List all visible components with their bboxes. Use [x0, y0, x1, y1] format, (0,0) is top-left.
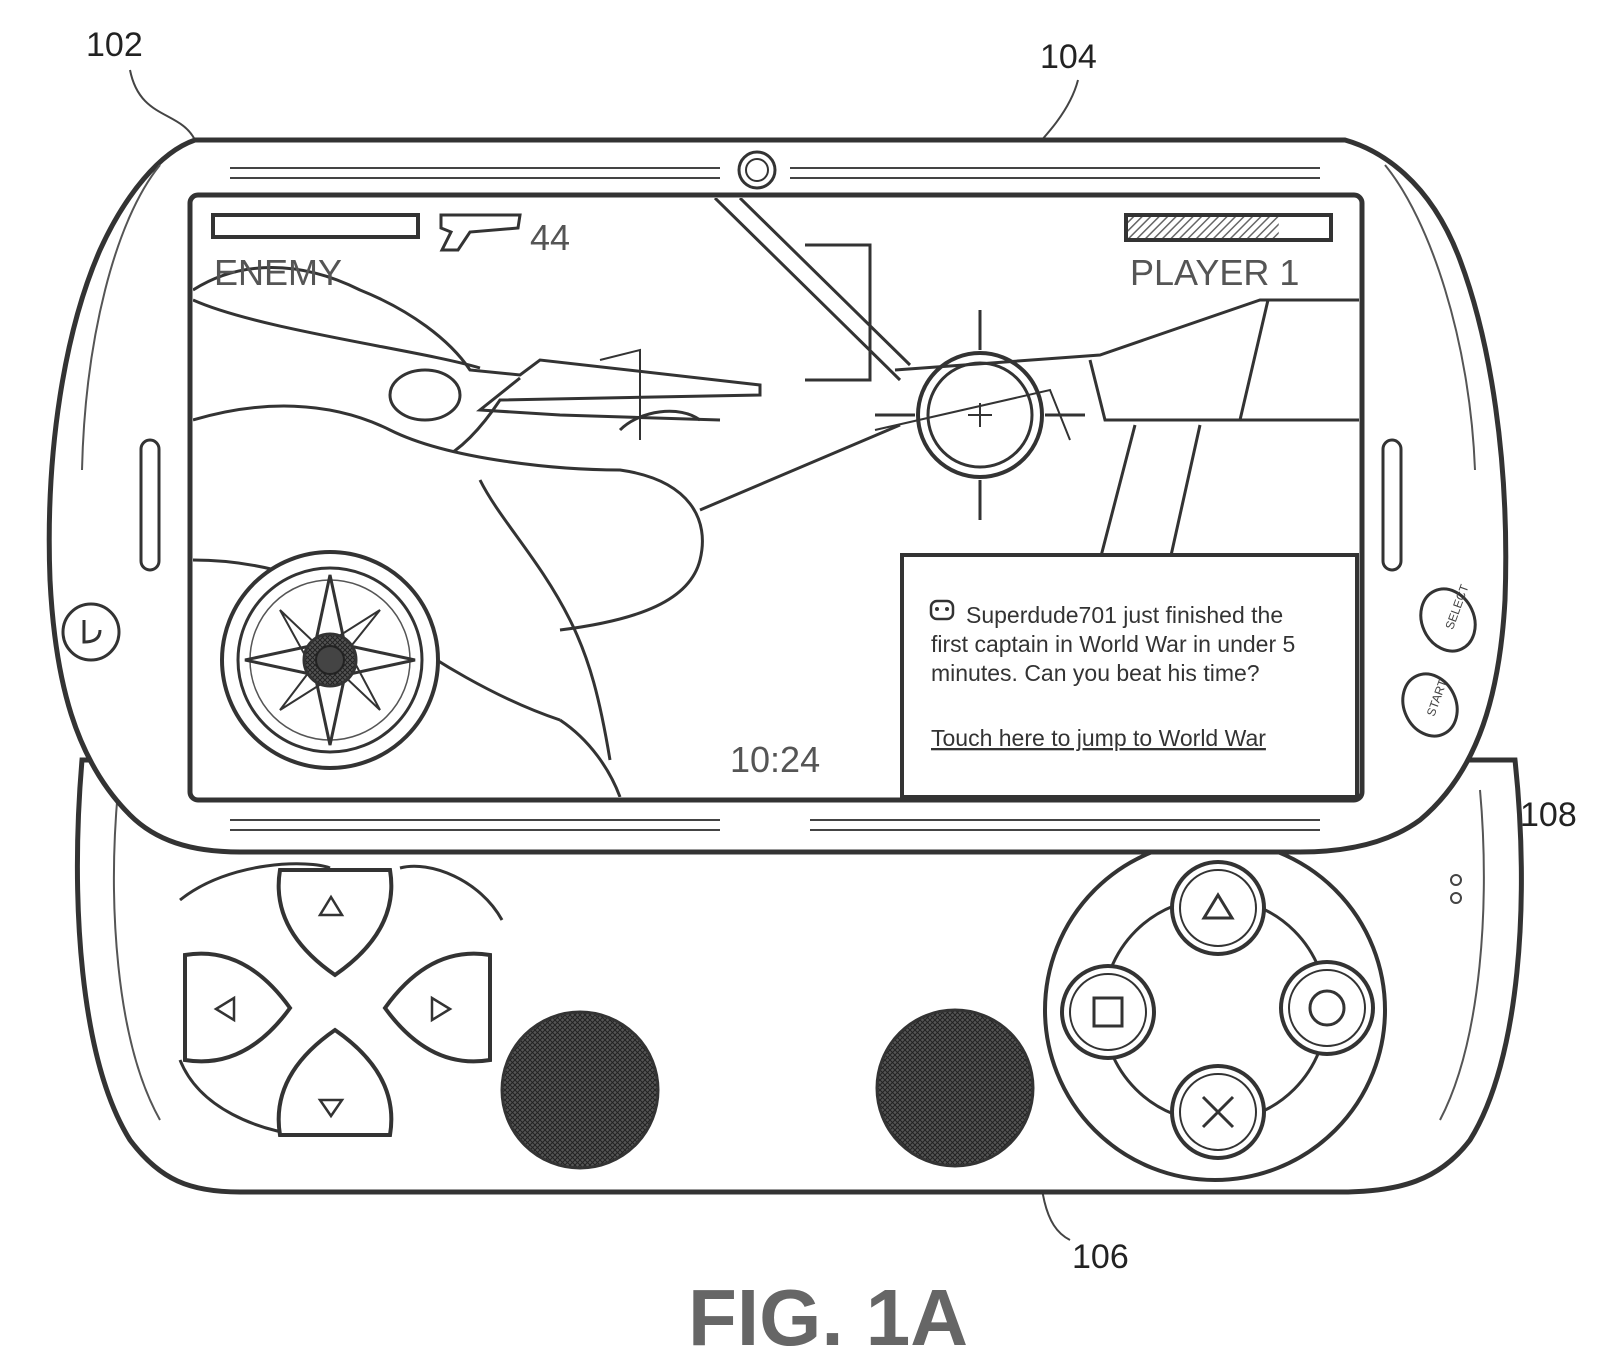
ref-108: 108	[1520, 796, 1577, 834]
crosshair-icon	[875, 310, 1085, 520]
avatar-icon	[929, 599, 955, 621]
ammo-count: 44	[530, 217, 570, 258]
select-button[interactable]: SELECT	[1411, 580, 1485, 660]
enemy-health-bar	[211, 213, 420, 239]
indicator-light	[1450, 892, 1462, 904]
home-button[interactable]	[61, 602, 121, 662]
figure-caption: FIG. 1A	[688, 1273, 968, 1362]
circle-icon	[1308, 989, 1346, 1027]
notification-line: Superdude701 just finished the	[966, 602, 1283, 628]
circle-button[interactable]	[1279, 960, 1375, 1056]
left-speaker	[139, 438, 161, 572]
d-pad[interactable]	[178, 862, 504, 1137]
face-buttons	[1043, 838, 1387, 1182]
enemy-label: ENEMY	[214, 252, 342, 293]
notification-line: first captain in World War in under 5	[931, 631, 1295, 657]
start-button[interactable]: START	[1393, 665, 1467, 745]
indicator-light	[1450, 874, 1462, 886]
left-analog-stick[interactable]	[500, 1010, 660, 1170]
game-timer: 10:24	[730, 739, 820, 780]
arrow-down-icon	[317, 1098, 345, 1119]
game-scene	[193, 198, 1359, 797]
player-health-fill	[1128, 217, 1279, 238]
square-button[interactable]	[1060, 964, 1156, 1060]
pistol-icon	[439, 213, 522, 252]
cross-button[interactable]	[1170, 1064, 1266, 1160]
arrow-left-icon	[213, 995, 236, 1023]
square-icon	[1092, 996, 1124, 1028]
camera-icon	[737, 150, 777, 190]
compass-icon	[220, 550, 440, 770]
dpad-right-button[interactable]	[382, 951, 492, 1064]
arrow-right-icon	[430, 995, 453, 1023]
triangle-button[interactable]	[1170, 860, 1266, 956]
notification-line: minutes. Can you beat his time?	[931, 660, 1260, 686]
ref-106: 106	[1072, 1238, 1129, 1276]
player-label: PLAYER 1	[1130, 252, 1299, 293]
arrow-up-icon	[317, 894, 345, 917]
right-analog-stick[interactable]	[875, 1008, 1035, 1168]
player-health-bar	[1124, 213, 1333, 242]
dpad-left-button[interactable]	[183, 951, 293, 1064]
ref-104: 104	[1040, 38, 1097, 76]
cross-icon	[1201, 1095, 1235, 1129]
right-speaker	[1381, 438, 1403, 572]
leader-102	[129, 69, 196, 141]
ref-102: 102	[86, 26, 143, 64]
touch-screen[interactable]: 44 ENEMY PLAYER 1	[187, 192, 1365, 803]
dpad-down-button[interactable]	[276, 1027, 394, 1137]
dpad-up-button[interactable]	[276, 868, 394, 978]
jump-to-game-link[interactable]: Touch here to jump to World War	[931, 725, 1266, 751]
triangle-icon	[1201, 892, 1235, 920]
home-icon	[82, 620, 102, 644]
notification-panel[interactable]: Superdude701 just finished the first cap…	[900, 553, 1359, 799]
